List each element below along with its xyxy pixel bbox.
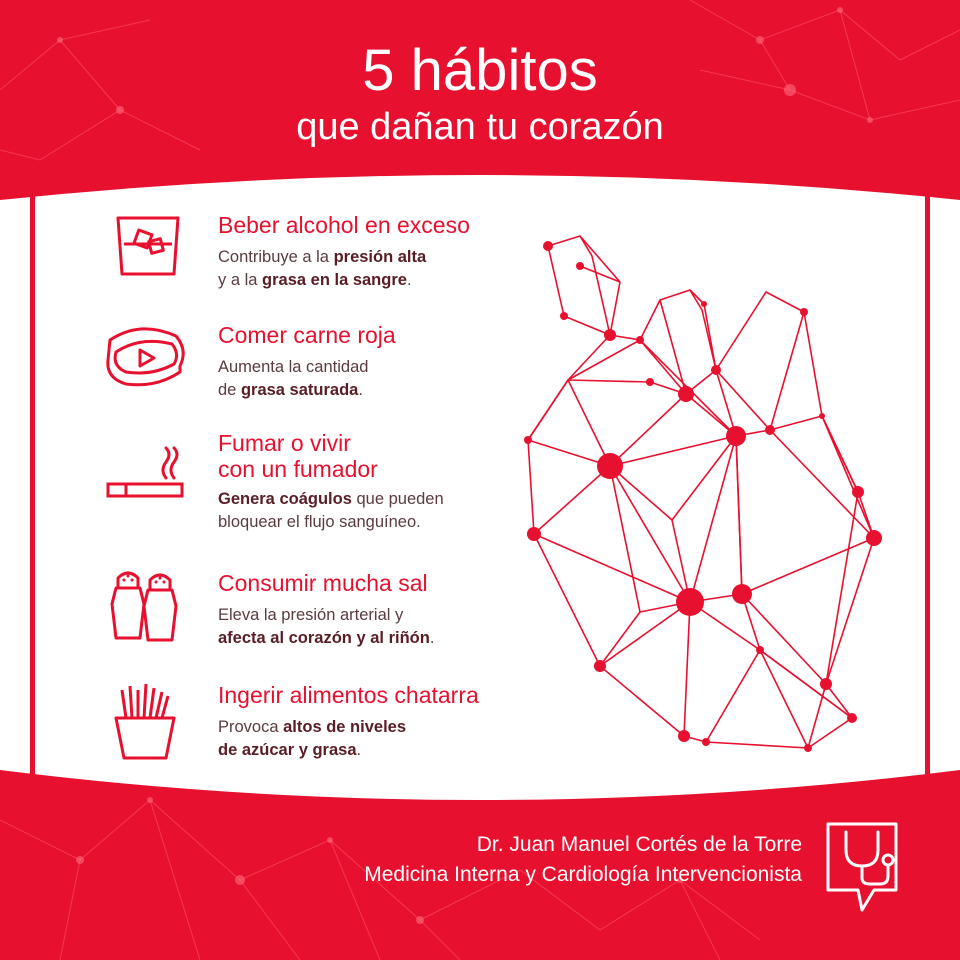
doctor-specialty: Medicina Interna y Cardiología Intervenc…	[364, 863, 802, 886]
habit-description-line: y a la grasa en la sangre.	[218, 271, 412, 289]
habit-description-line: Eleva la presión arterial y	[218, 606, 404, 624]
stethoscope-chat-icon	[826, 822, 898, 912]
habit-description-line: Aumenta la cantidad	[218, 358, 369, 376]
habit-title: Beber alcohol en exceso	[218, 212, 470, 238]
french-fries-icon	[114, 683, 176, 760]
habit-description-line: Genera coágulos que pueden	[218, 490, 444, 508]
whiskey-glass-icon	[116, 216, 180, 276]
habit-item-alcohol: Beber alcohol en exceso Contribuye a la …	[96, 212, 516, 302]
habit-item-smoking: Fumar o vivir con un fumador Genera coág…	[96, 430, 516, 540]
habit-item-junk-food: Ingerir alimentos chatarra Provoca altos…	[96, 682, 516, 772]
habit-title: Ingerir alimentos chatarra	[218, 682, 479, 708]
habit-title: Consumir mucha sal	[218, 570, 428, 596]
habit-description-line: de azúcar y grasa.	[218, 741, 362, 759]
habit-item-salt: Consumir mucha sal Eleva la presión arte…	[96, 570, 516, 660]
network-heart-illustration	[524, 235, 882, 752]
habit-title-line2: con un fumador	[218, 456, 378, 482]
page-subtitle: que dañan tu corazón	[296, 106, 664, 148]
page-title: 5 hábitos	[362, 38, 598, 103]
habit-description-line: Contribuye a la presión alta	[218, 248, 427, 266]
habit-description-line: bloquear el flujo sanguíneo.	[218, 513, 421, 531]
steak-icon	[106, 327, 185, 387]
doctor-name: Dr. Juan Manuel Cortés de la Torre	[476, 833, 802, 856]
habit-description-line: Provoca altos de niveles	[218, 718, 407, 736]
habit-description-line: afecta al corazón y al riñón.	[218, 629, 435, 647]
habit-item-red-meat: Comer carne roja Aumenta la cantidad de …	[96, 322, 516, 412]
habit-title: Fumar o vivir	[218, 430, 351, 456]
habit-description-line: de grasa saturada.	[218, 381, 363, 399]
salt-pepper-shakers-icon	[110, 571, 178, 642]
habit-title: Comer carne roja	[218, 322, 396, 348]
footer-credits: Dr. Juan Manuel Cortés de la Torre Medic…	[364, 830, 802, 890]
cigarette-icon	[106, 446, 184, 498]
